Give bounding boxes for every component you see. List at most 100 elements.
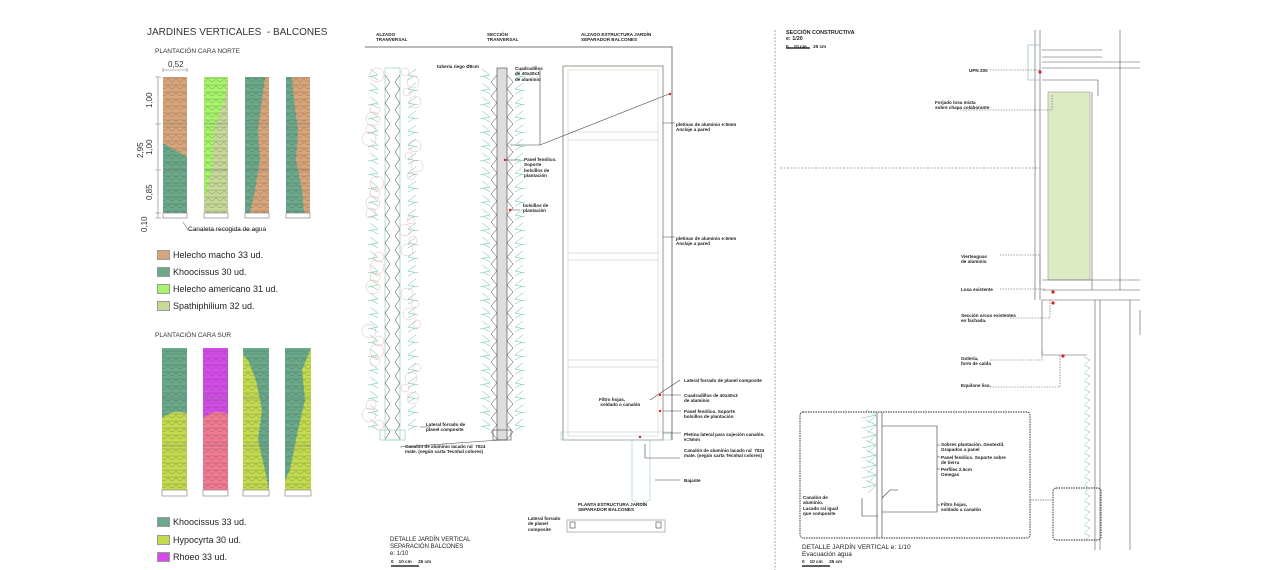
label-perfiles: Perfiles 2.5cm Omegas <box>941 467 972 478</box>
foliage-circle <box>398 223 412 237</box>
leaf-mark <box>514 236 526 249</box>
leaf-mark <box>1083 532 1091 541</box>
foliage-circle <box>365 399 377 411</box>
dim-top: 1,00 <box>145 92 154 108</box>
foliage-circle <box>400 287 414 301</box>
pocket-mark <box>490 74 514 90</box>
label-bolsillos: bolsillos de plantación <box>523 203 549 214</box>
pocket-mark <box>384 368 391 384</box>
leaf-mark <box>861 479 877 494</box>
leaf-mark <box>479 278 491 291</box>
leaf-mark <box>407 96 419 109</box>
legend-swatch <box>157 301 170 311</box>
alzado-title: ALZADO TRANVERSAL <box>376 32 408 43</box>
leaf-mark <box>367 320 379 333</box>
legend-label: Helecho macho 33 ud. <box>173 250 264 260</box>
leaf-mark <box>1083 372 1091 381</box>
leaf-mark <box>479 418 491 431</box>
leaf-mark <box>367 292 379 305</box>
label-pletina-lateral: Pletina lateral para sujeción canalón. e… <box>684 432 765 443</box>
legend-swatch <box>157 552 170 562</box>
leaf-mark <box>367 208 379 221</box>
leaf-mark <box>367 278 379 291</box>
pocket-mark <box>384 200 391 216</box>
leaf-mark <box>479 68 491 81</box>
pocket-mark <box>384 116 391 132</box>
foliage-circle <box>402 87 412 97</box>
leaf-mark <box>514 152 526 165</box>
foliage-circle <box>404 371 418 385</box>
leaf-mark <box>479 138 491 151</box>
legend-label: Khoocissus 30 ud. <box>173 267 247 277</box>
leaf-mark <box>407 306 419 319</box>
pocket-mark <box>394 410 401 426</box>
leaf-mark <box>407 278 419 291</box>
leaf-mark <box>514 278 526 291</box>
pocket-mark <box>394 326 401 342</box>
pocket-mark <box>394 256 401 272</box>
pocket-mark <box>384 256 391 272</box>
leaf-mark <box>514 376 526 389</box>
leaf-mark <box>514 68 526 81</box>
label-canalon-right-detail: Canalón de aluminio. Lacado ral igual qu… <box>803 495 838 516</box>
pocket-mark <box>384 312 391 328</box>
leaf-mark <box>514 390 526 403</box>
sheet-title: JARDINES VERTICALES - BALCONES <box>147 27 328 38</box>
leaf-mark <box>479 362 491 375</box>
south-panels <box>161 348 312 497</box>
pocket-mark <box>384 326 391 342</box>
leaf-mark <box>367 236 379 249</box>
pocket-mark <box>490 382 514 398</box>
pocket-mark <box>490 368 514 384</box>
label-panel-fenolico: Panel fenólico. Soporte bolsillos de pla… <box>524 157 557 178</box>
leaf-mark <box>407 68 419 81</box>
right-drawing <box>503 30 1141 567</box>
label-goteria: Gotería, form de caída <box>961 356 991 367</box>
pocket-mark <box>384 186 391 202</box>
pocket-mark <box>394 186 401 202</box>
pocket-mark <box>490 354 514 370</box>
pocket-mark <box>490 270 514 286</box>
pocket-mark <box>490 396 514 412</box>
leaf-mark <box>407 110 419 123</box>
label-filtro: Filtro hojas, soldado a canalón <box>599 397 641 408</box>
leaf-mark <box>479 180 491 193</box>
right-footer-title: DETALLE JARDÍN VERTICAL e: 1/10 Evacuaci… <box>802 544 911 559</box>
pocket-mark <box>394 102 401 118</box>
leaf-mark <box>479 306 491 319</box>
gutter-label: Canaleta recogida de agua <box>188 226 267 233</box>
pocket-mark <box>394 382 401 398</box>
leaf-mark <box>514 292 526 305</box>
legend-swatch <box>157 250 170 260</box>
leaf-mark <box>407 320 419 333</box>
pocket-mark <box>384 172 391 188</box>
pocket-mark <box>490 130 514 146</box>
leaf-mark <box>479 376 491 389</box>
label-panel-fenolico-2: Panel fenólico. Soporte bolsillos de pla… <box>684 409 736 420</box>
pocket-mark <box>384 74 391 90</box>
leaf-mark <box>479 320 491 333</box>
pocket-mark <box>394 242 401 258</box>
leaf-mark <box>1083 428 1091 437</box>
leaf-mark <box>407 222 419 235</box>
leaf-mark <box>367 96 379 109</box>
dim-base: 0,10 <box>140 216 149 232</box>
foliage-circle <box>406 391 420 405</box>
foliage-circle <box>369 355 381 367</box>
pocket-mark <box>394 158 401 174</box>
foliage-circle <box>400 67 410 77</box>
right-title: SECCIÓN CONSTRUCTIVA e: 1/20 <box>786 30 855 43</box>
leaf-mark <box>407 418 419 431</box>
leaf-mark <box>407 208 419 221</box>
pocket-mark <box>384 354 391 370</box>
foliage-circle <box>408 235 418 245</box>
pocket-mark <box>394 284 401 300</box>
leaf-mark <box>514 404 526 417</box>
leaf-mark <box>479 152 491 165</box>
leaf-mark <box>367 124 379 137</box>
leaf-mark <box>1083 388 1091 397</box>
legend-swatch <box>157 535 170 545</box>
seccion-title: SECCIÓN TRANVERSAL <box>487 32 519 43</box>
foliage-circle <box>402 307 416 321</box>
leaf-mark <box>514 110 526 123</box>
